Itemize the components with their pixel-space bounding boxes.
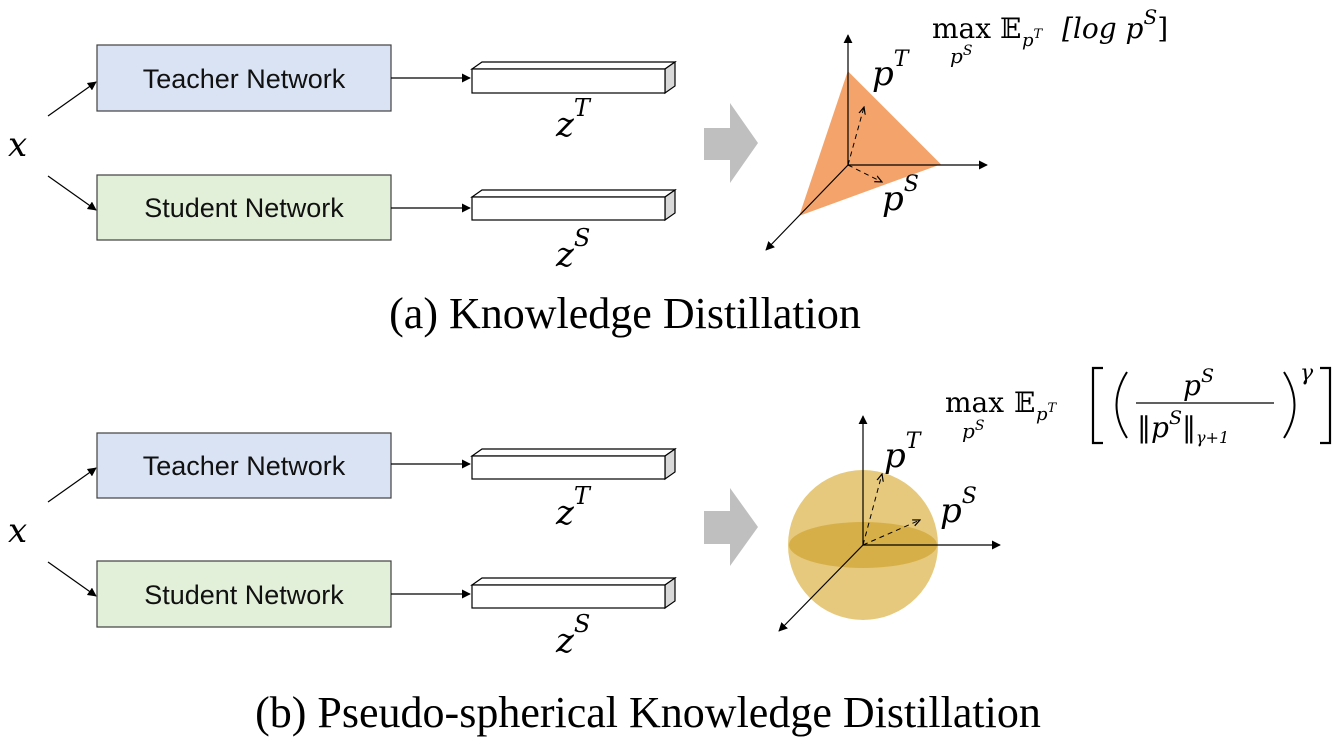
teacher-logit-bar bbox=[470, 447, 677, 481]
caption-b: (b) Pseudo-spherical Knowledge Distillat… bbox=[255, 688, 1041, 737]
student-distribution-vector bbox=[847, 164, 882, 182]
teacher-logit-bar bbox=[470, 60, 677, 95]
axis-down-left bbox=[778, 544, 864, 632]
objective-expect-subscript: pT bbox=[1036, 401, 1058, 425]
teacher-logit-label: zT bbox=[555, 94, 592, 145]
fraction-denominator: ‖pS‖γ+1 bbox=[1137, 407, 1229, 447]
caption-a: (a) Knowledge Distillation bbox=[389, 289, 861, 338]
teacher-network-box bbox=[96, 432, 392, 499]
teacher-network-label: Teacher Network bbox=[143, 64, 346, 94]
svg-text:𝔼: 𝔼 bbox=[1000, 12, 1021, 45]
transition-arrow bbox=[704, 103, 758, 183]
left-bracket bbox=[1091, 366, 1103, 445]
teacher-distribution-label: pT bbox=[872, 47, 911, 94]
axis-down-left bbox=[765, 164, 849, 251]
input-to-student-arrow bbox=[47, 561, 97, 597]
simplex-diagram bbox=[765, 34, 988, 251]
sphere-diagram bbox=[778, 415, 1001, 632]
svg-text:max: max bbox=[932, 12, 991, 45]
input-x-label: x bbox=[8, 125, 27, 165]
teacher-distribution-vector bbox=[862, 474, 882, 546]
svg-text:max: max bbox=[945, 386, 1004, 419]
right-paren bbox=[1283, 371, 1296, 439]
objective-exponent: γ bbox=[1300, 361, 1314, 386]
student-network-box bbox=[96, 174, 392, 241]
left-paren bbox=[1115, 371, 1128, 439]
objective-max-subscript: pS bbox=[950, 43, 972, 68]
student-logit-bar bbox=[470, 576, 677, 610]
student-distribution-vector bbox=[862, 520, 920, 546]
input-to-teacher-arrow bbox=[47, 81, 97, 117]
student-network-label: Student Network bbox=[144, 193, 344, 223]
right-bracket bbox=[1320, 366, 1332, 445]
panel-a: x Teacher Network zT Student Network zS bbox=[8, 5, 1168, 338]
svg-text:𝔼: 𝔼 bbox=[1014, 386, 1035, 419]
teacher-distribution-label: pT bbox=[884, 429, 923, 476]
student-logit-label: zS bbox=[555, 224, 590, 275]
student-logit-label: zS bbox=[555, 610, 590, 661]
teacher-network-label: Teacher Network bbox=[143, 451, 346, 481]
objective-expect-subscript: pT bbox=[1022, 27, 1044, 51]
teacher-logit-label: zT bbox=[555, 482, 592, 533]
transition-arrow bbox=[704, 488, 758, 566]
student-logit-bar bbox=[470, 188, 677, 222]
input-to-teacher-arrow bbox=[47, 467, 97, 503]
panel-b: x Teacher Network zT Student Network zS bbox=[8, 361, 1332, 737]
teacher-network-box bbox=[96, 44, 392, 112]
input-to-student-arrow bbox=[47, 175, 97, 211]
objective-max-subscript: pS bbox=[962, 418, 984, 443]
input-x-label: x bbox=[8, 511, 27, 551]
student-distribution-label: pS bbox=[882, 172, 919, 219]
teacher-distribution-vector bbox=[847, 107, 864, 166]
student-network-label: Student Network bbox=[144, 580, 344, 610]
objective-body: [log pS] bbox=[1062, 5, 1168, 45]
pskd-objective: max pS 𝔼 pT pS ‖pS‖γ+1 γ bbox=[945, 361, 1332, 447]
student-distribution-label: pS bbox=[940, 484, 977, 531]
kd-objective: max pS 𝔼 pT [log pS] bbox=[932, 5, 1168, 68]
fraction-numerator: pS bbox=[1183, 365, 1214, 402]
